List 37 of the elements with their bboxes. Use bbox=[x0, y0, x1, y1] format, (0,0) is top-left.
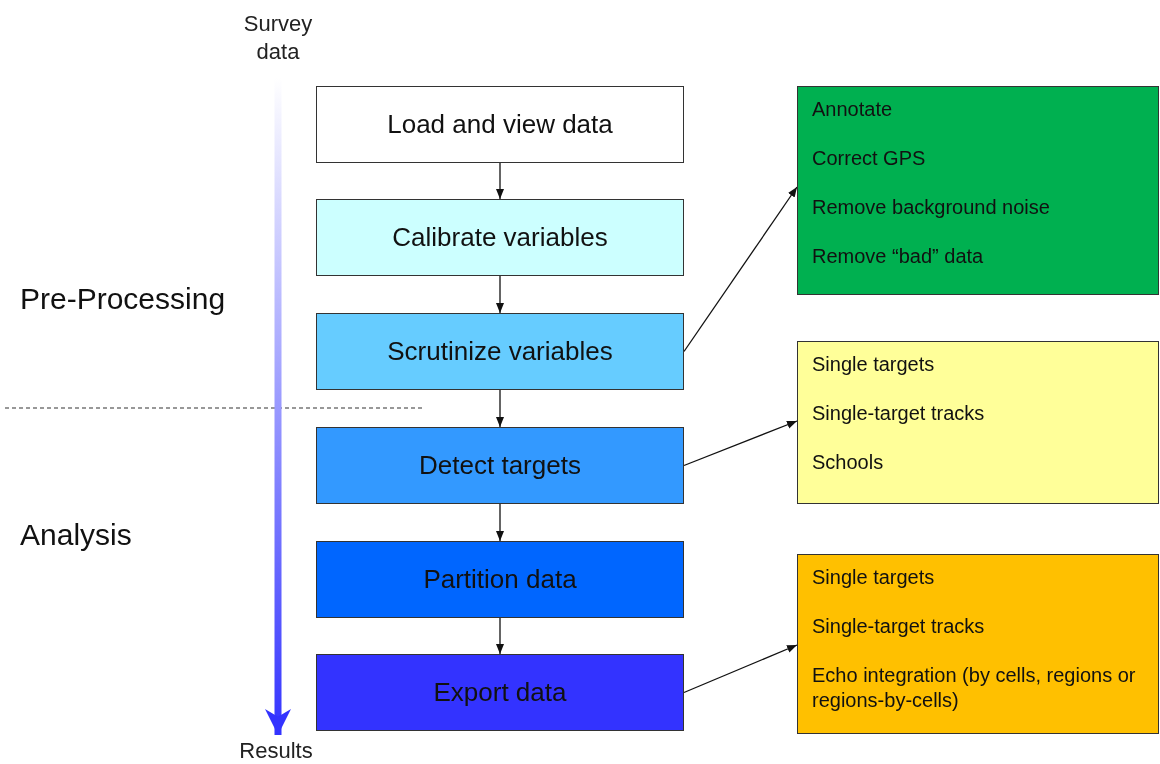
list-item: Single-target tracks bbox=[812, 401, 986, 426]
list-item: Schools bbox=[812, 450, 885, 475]
process-box bbox=[316, 313, 684, 390]
arrow bbox=[496, 275, 504, 314]
step-label: Scrutinize variables bbox=[387, 336, 613, 367]
process-box bbox=[316, 541, 684, 618]
arrow bbox=[683, 644, 798, 694]
output-list-box bbox=[797, 86, 1159, 295]
list-item: Single-target tracks bbox=[812, 614, 986, 639]
process-box bbox=[316, 427, 684, 504]
list-item: Single targets bbox=[812, 565, 936, 590]
arrow bbox=[496, 162, 504, 200]
arrow bbox=[496, 503, 504, 542]
step-label: Partition data bbox=[423, 564, 577, 595]
phase-label: Analysis bbox=[20, 518, 132, 552]
step-label: Detect targets bbox=[419, 450, 581, 481]
arrow bbox=[683, 420, 798, 467]
list-item: Annotate bbox=[812, 97, 894, 122]
step-label: Load and view data bbox=[387, 109, 613, 140]
list-item: Single targets bbox=[812, 352, 936, 377]
list-item: Remove “bad” data bbox=[812, 244, 985, 269]
arrow bbox=[496, 389, 504, 428]
flow-end-label: Survey data bbox=[243, 11, 313, 64]
step-label: Calibrate variables bbox=[392, 222, 608, 253]
process-box bbox=[316, 654, 684, 731]
output-list-box bbox=[797, 554, 1159, 734]
step-label: Export data bbox=[433, 677, 567, 708]
arrow bbox=[683, 186, 798, 353]
arrow bbox=[496, 617, 504, 655]
list-item: Correct GPS bbox=[812, 146, 927, 171]
process-box bbox=[316, 199, 684, 276]
flow-end-label: Results bbox=[239, 738, 313, 763]
process-box bbox=[316, 86, 684, 163]
output-list-box bbox=[797, 341, 1159, 504]
list-item: Echo integration (by cells, regions or regions-by-cells) bbox=[812, 663, 1137, 713]
phase-label: Pre-Processing bbox=[20, 282, 226, 316]
list-item: Remove background noise bbox=[812, 195, 1051, 220]
